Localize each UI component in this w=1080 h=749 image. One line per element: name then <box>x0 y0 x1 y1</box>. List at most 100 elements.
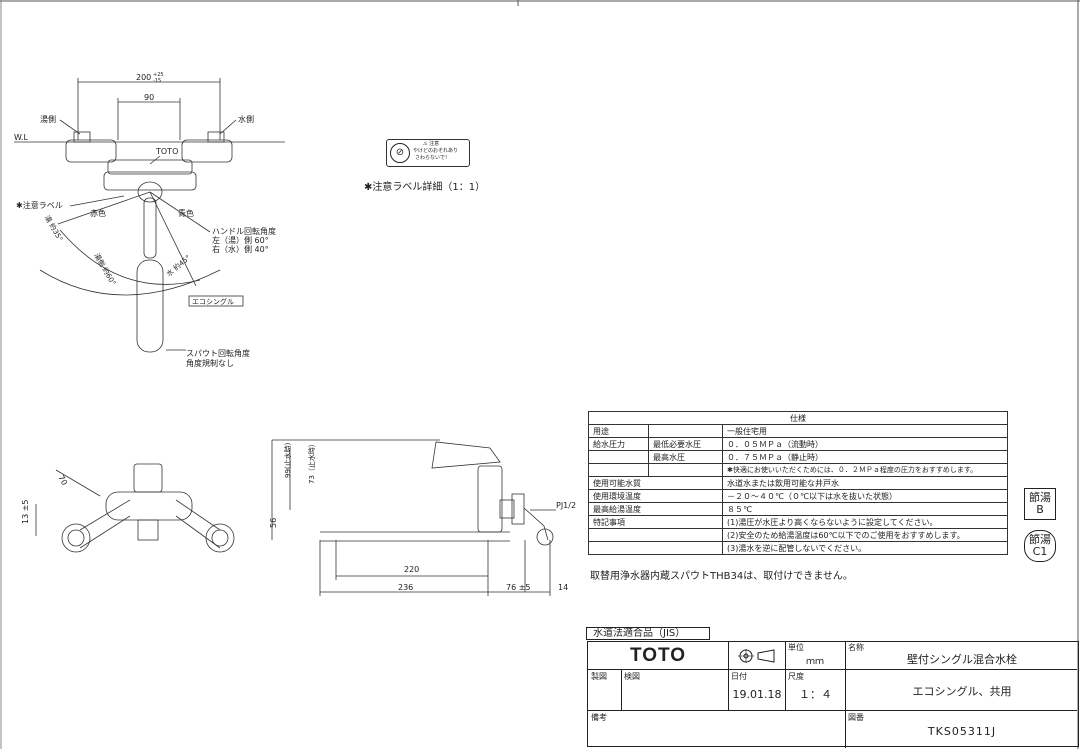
spec-cell <box>648 463 723 477</box>
spec-cell: －２０～４０℃（０℃以下は水を抜いた状態） <box>722 489 1008 503</box>
spec-cell: (3)湯水を逆に配管しないでください。 <box>722 541 1008 555</box>
scale-value: １：４ <box>799 688 832 701</box>
drawing-no-value: TKS05311J <box>927 725 997 738</box>
spec-cell: 水道水または飲用可能な井戸水 <box>722 476 1008 490</box>
spec-cell <box>588 541 723 555</box>
angle-hot: 湯 約35° <box>43 214 65 243</box>
handle-rotation-left: 左（湯）側 60° <box>212 235 269 245</box>
spec-cell: ０．７５ＭＰａ（静止時） <box>722 450 1008 464</box>
spec-cell: (2)安全のため給湯温度は60℃以下でのご使用をおすすめします。 <box>722 528 1008 542</box>
table-row: 特記事項(1)湯圧が水圧より高くならないように設定してください。 <box>588 515 1008 529</box>
dim-pj: PJ1/2 <box>556 501 576 510</box>
spec-cell: (1)湯圧が水圧より高くならないように設定してください。 <box>722 515 1008 529</box>
spec-cell: ✱快適にお使いいただくためには、０．２ＭＰａ程度の圧力をおすすめします。 <box>722 463 1008 477</box>
angle-cold: 水 約45° <box>164 253 192 278</box>
dim-73: 73（止水時） <box>307 440 316 484</box>
spec-cell: 最低必要水圧 <box>648 437 723 451</box>
label-caution: ✱注意ラベル <box>16 200 63 210</box>
angle-spout: 湯側 約60° <box>92 252 118 287</box>
drawn-label: 製図 <box>591 672 607 681</box>
no-touch-icon: ⊘ <box>390 143 410 163</box>
spec-cell: 最高給湯温度 <box>588 502 723 516</box>
dim-14: 14 <box>558 583 568 592</box>
drawing-no-label: 図番 <box>848 713 864 722</box>
table-row: 用途 一般住宅用 <box>588 424 1008 438</box>
spec-cell <box>588 528 723 542</box>
scale-label: 尺度 <box>788 672 804 681</box>
dim-center: 90 <box>144 93 154 102</box>
label-red: 赤色 <box>90 208 106 218</box>
spec-cell: ０．０５ＭＰａ（流動時） <box>722 437 1008 451</box>
spec-cell: 使用可能水質 <box>588 476 723 490</box>
badge-bottom: C1 <box>1032 545 1048 558</box>
eco-single-label: エコシングル <box>192 297 234 306</box>
spec-cell <box>588 450 649 464</box>
label-cold-side: 水側 <box>238 114 254 124</box>
label-blue: 青色 <box>178 208 194 218</box>
caution-title: ⚠ 注意 <box>423 141 440 147</box>
spec-cell <box>648 424 723 438</box>
badge-top: 節湯 <box>1029 491 1051 504</box>
label-wl: W.L <box>14 133 29 142</box>
spec-cell: 使用環境温度 <box>588 489 723 503</box>
table-row: (2)安全のため給湯温度は60℃以下でのご使用をおすすめします。 <box>588 528 1008 542</box>
water-saving-badge-b: 節湯 B <box>1024 488 1056 520</box>
remarks-label: 備考 <box>591 713 607 722</box>
unit-value: ｍｍ <box>805 657 824 667</box>
handle-rotation-right: 右（水）側 40° <box>212 244 269 254</box>
spout-rotation-title: スパウト回転角度 <box>186 348 250 358</box>
dim-70: 70 <box>56 474 69 487</box>
spec-note: 取替用浄水器内蔵スパウトTHB34は、取付けできません。 <box>590 571 853 582</box>
dim-total: 200 <box>136 73 151 82</box>
table-row: (3)湯水を逆に配管しないでください。 <box>588 541 1008 555</box>
front-view-drawing: 200 +25 -15 90 湯側 水側 W.L TOTO ✱注意ラベル 赤色 … <box>14 72 285 368</box>
spec-cell: 用途 <box>588 424 649 438</box>
spout-rotation-note: 角度規制なし <box>186 358 234 368</box>
dim-56: 56 <box>269 518 278 528</box>
badge-bottom: B <box>1036 503 1044 516</box>
check-label: 検図 <box>624 672 640 681</box>
plan-and-side-view-drawing: 70 13 ±5 99(止水時) 73（止水時） 56 220 236 76 ±… <box>21 439 576 596</box>
date-label: 日付 <box>731 672 747 681</box>
spec-cell: 一般住宅用 <box>722 424 1008 438</box>
spec-cell: 最高水圧 <box>648 450 723 464</box>
table-row: 使用環境温度－２０～４０℃（０℃以下は水を抜いた状態） <box>588 489 1008 503</box>
dim-76: 76 ±5 <box>506 583 531 592</box>
label-toto: TOTO <box>155 147 178 156</box>
dim-tol-upper: +25 <box>153 72 164 78</box>
subname-value: エコシングル、共用 <box>912 685 1012 698</box>
dim-220: 220 <box>404 565 419 574</box>
toto-logo: TOTO <box>629 645 687 666</box>
caution-text-1: やけどのおそれあり <box>413 148 459 154</box>
caution-label-box: ⊘ ⚠ 注意 やけどのおそれあり さわらないで！ <box>386 139 470 167</box>
name-label: 名称 <box>848 643 864 652</box>
table-row: ✱快適にお使いいただくためには、０．２ＭＰａ程度の圧力をおすすめします。 <box>588 463 1008 477</box>
spec-cell: ８５℃ <box>722 502 1008 516</box>
title-block: TOTO 単位 ｍｍ 名称 壁付シングル混合水栓 製図 検図 日付 19.01.… <box>587 641 1079 748</box>
spec-cell: 給水圧力 <box>588 437 649 451</box>
badge-top: 節湯 <box>1029 533 1051 546</box>
caution-text-2: さわらないで！ <box>415 155 450 161</box>
dim-tol-lower: -15 <box>153 78 161 84</box>
jis-compliance-label: 水道法適合品（JIS） <box>586 627 710 640</box>
dim-99: 99(止水時) <box>283 442 292 478</box>
spec-cell <box>588 463 649 477</box>
dim-13: 13 ±5 <box>21 499 30 524</box>
spec-header: 仕様 <box>588 411 1008 425</box>
handle-rotation-title: ハンドル回転角度 <box>212 226 276 236</box>
table-row: 使用可能水質水道水または飲用可能な井戸水 <box>588 476 1008 490</box>
spec-cell: 特記事項 <box>588 515 723 529</box>
label-hot-side: 湯側 <box>40 114 56 124</box>
water-saving-badge-c1: 節湯 C1 <box>1024 530 1056 562</box>
unit-label: 単位 <box>788 643 804 652</box>
name-value: 壁付シングル混合水栓 <box>907 653 1017 666</box>
date-value: 19.01.18 <box>732 688 782 701</box>
projection-symbol-icon <box>738 649 775 663</box>
dim-236: 236 <box>398 583 413 592</box>
caution-label-caption: ✱注意ラベル詳細（1：1） <box>364 182 486 193</box>
